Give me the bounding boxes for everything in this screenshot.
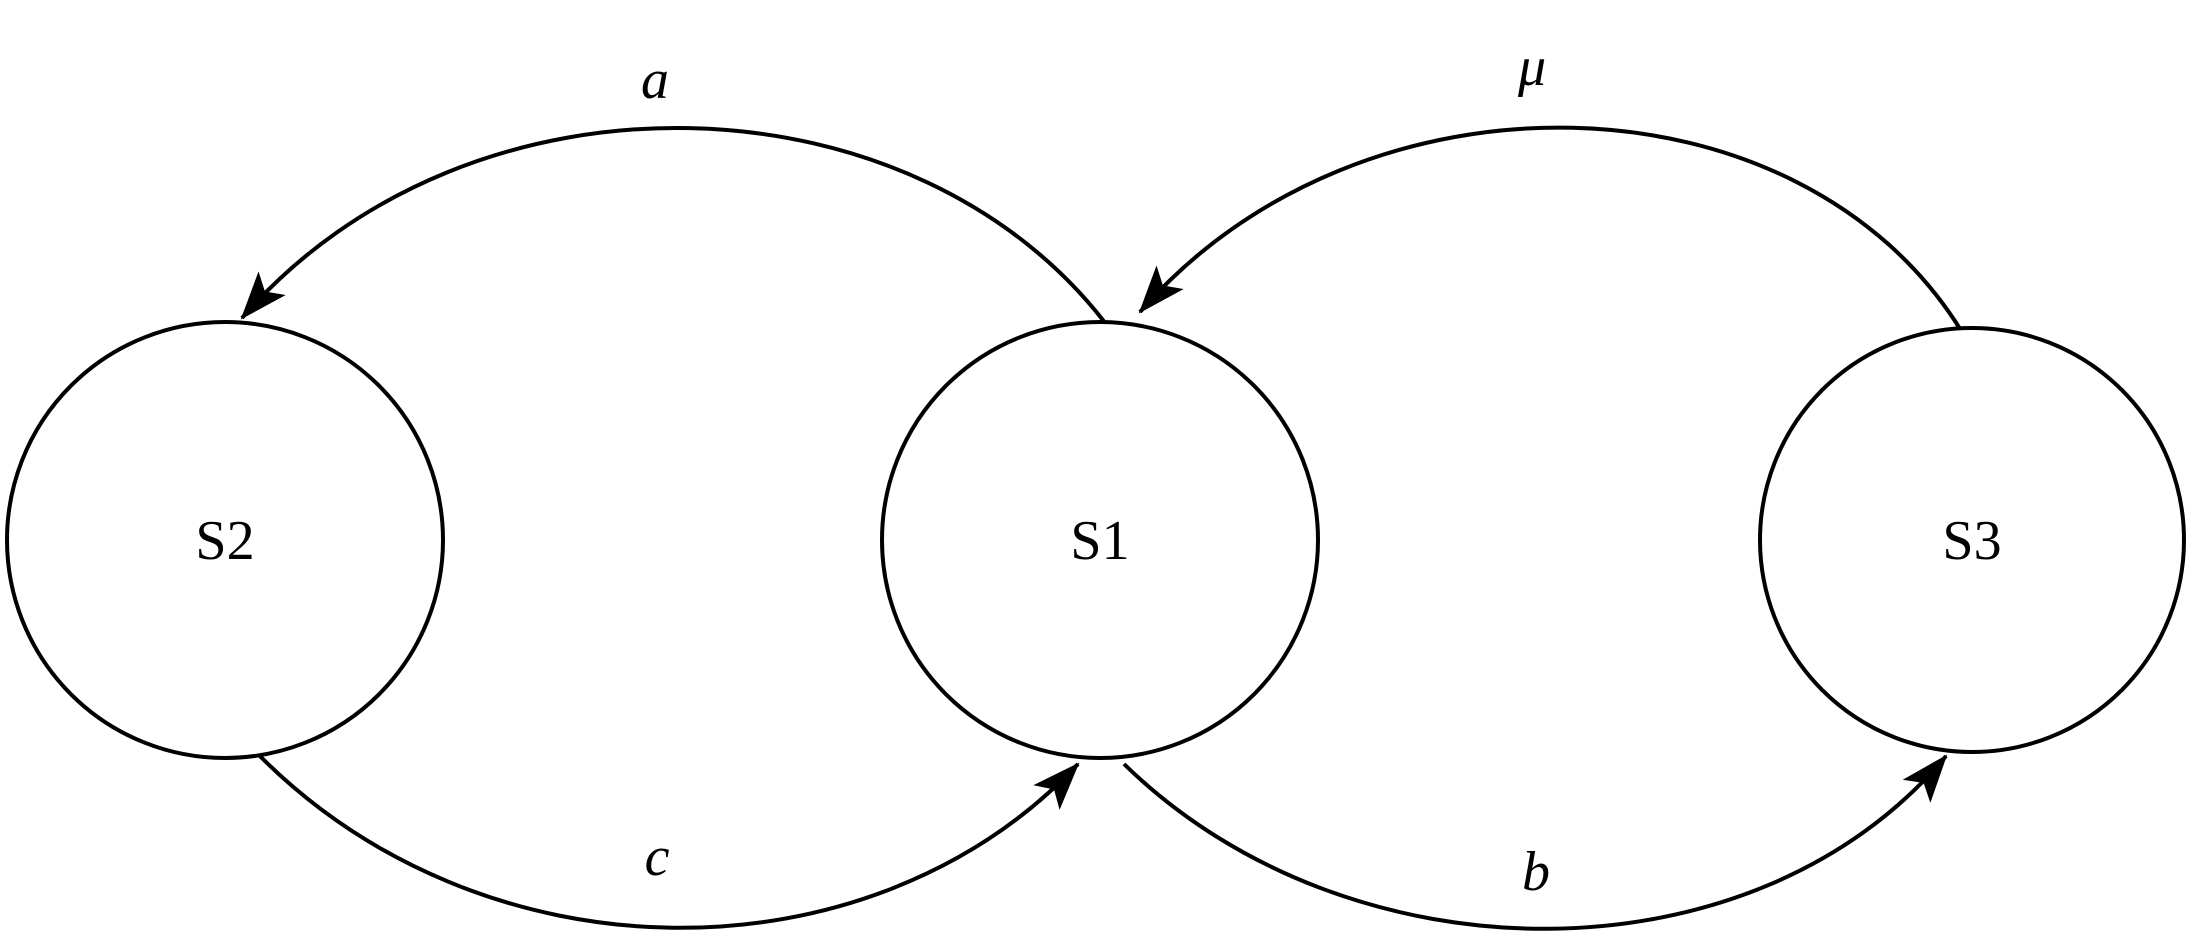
edge-label-b: b <box>1522 841 1550 903</box>
edge-s1-to-s2-arrow <box>240 126 1114 334</box>
edge-s2-to-s1-arrow <box>250 746 1080 930</box>
node-s1-circle <box>880 320 1320 760</box>
node-s1: S1 <box>880 320 1320 760</box>
node-s2-label: S2 <box>195 510 254 572</box>
node-s2: S2 <box>5 320 445 760</box>
node-s3-label: S3 <box>1942 510 2001 572</box>
edge-label-a: a <box>641 49 669 111</box>
edge-label-mu: μ <box>1517 36 1546 98</box>
node-s1-label: S1 <box>1070 510 1129 572</box>
node-s2-circle <box>5 320 445 760</box>
edge-label-c: c <box>645 826 670 888</box>
node-s3: S3 <box>1758 326 2186 754</box>
edge-s3-to-s1-arrow <box>1138 125 1964 334</box>
node-s3-circle <box>1758 326 2186 754</box>
edge-s1-to-s3-arrow <box>1122 754 1948 931</box>
